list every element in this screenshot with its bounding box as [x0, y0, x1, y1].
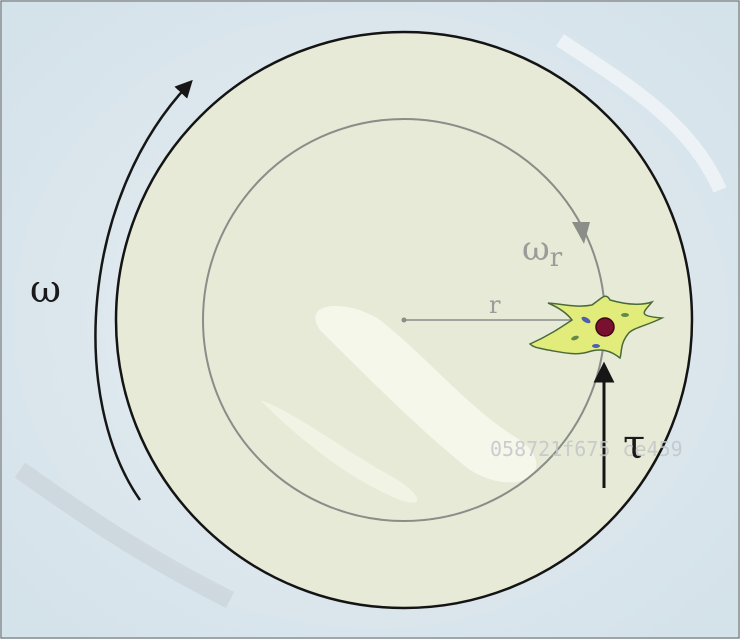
omega-r-main: ω: [522, 229, 550, 269]
background-swirl: [14, 462, 235, 609]
omega-r-label: ωr: [522, 229, 563, 273]
orbit-arrowhead: [572, 222, 590, 244]
dish-sheen: [315, 306, 537, 483]
organelle: [581, 316, 591, 324]
organelle: [592, 344, 600, 348]
watermark: 058721f675 ce459: [490, 437, 683, 461]
cell: [528, 295, 665, 360]
omega-r-subscript: r: [550, 243, 563, 273]
organelle: [571, 335, 579, 341]
center-point: [401, 317, 407, 323]
cell-nucleus: [595, 317, 615, 337]
omega-rotation-arrow: [94, 79, 193, 501]
omega-label: ω: [30, 267, 61, 311]
radius-label: r: [489, 291, 501, 319]
organelle: [621, 313, 629, 317]
background-swirl: [556, 34, 727, 193]
dish-sheen: [260, 400, 418, 503]
tau-label: τ: [623, 422, 645, 468]
